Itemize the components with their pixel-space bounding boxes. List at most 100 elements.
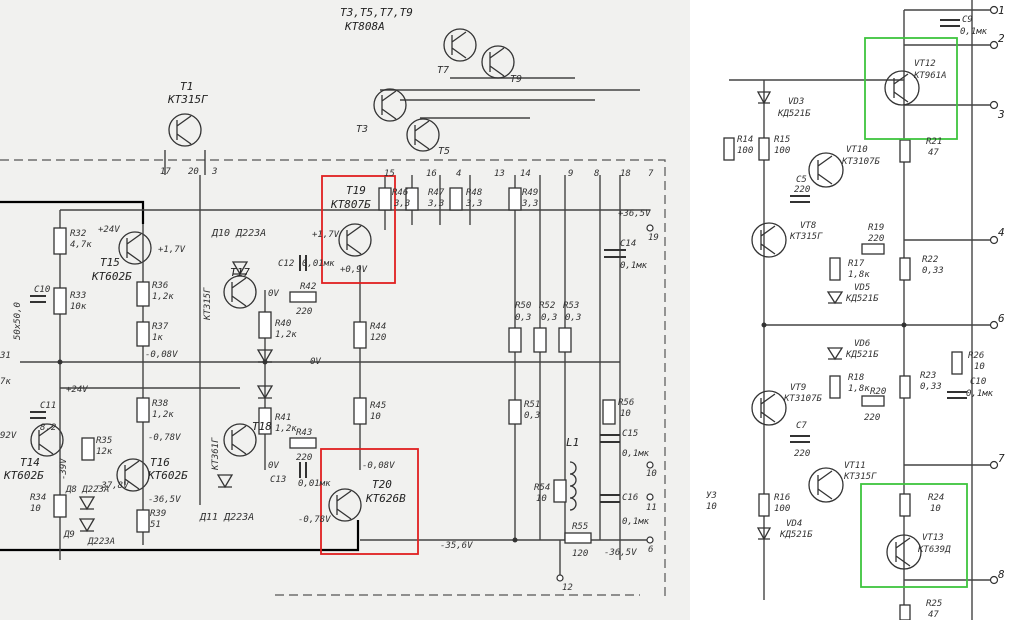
pin-number: 4 (456, 169, 461, 179)
value-r23: 0,33 (920, 382, 942, 392)
resistor-r52-symbol (533, 327, 547, 353)
label-t17: T17 (230, 266, 250, 279)
label-t3-t9-type: KT808A (344, 20, 385, 33)
resistor-r38-symbol (136, 397, 150, 423)
label-vt10-type: KT3107Б (841, 157, 881, 167)
label-d9-type: Д223А (87, 537, 115, 547)
pin-number: 18 (620, 169, 631, 179)
resistor-r56-symbol (602, 399, 616, 425)
label-vt9: VT9 (790, 383, 806, 393)
resistor-r53-symbol (558, 327, 572, 353)
label-c12: C12 (278, 259, 294, 269)
value-r26: 10 (974, 362, 985, 372)
diode-vd4-symbol (756, 527, 772, 541)
label-t20: T20 (372, 478, 392, 491)
label-t3-t9-names: T3,T5,T7,T9 (340, 6, 413, 19)
label-t19: T19 (346, 184, 366, 197)
label-t1: T1 (180, 80, 193, 93)
label-r26: R26 (968, 351, 984, 361)
value-r39: 51 (150, 520, 161, 530)
transistor-t1-symbol (168, 113, 202, 147)
resistor-r26-symbol (951, 351, 963, 375)
value-r25: 47 (928, 610, 939, 620)
value-r45: 10 (370, 412, 381, 422)
pin-number: 7 (998, 452, 1005, 465)
resistor-r50-symbol (508, 327, 522, 353)
resistor-r22-symbol (899, 257, 911, 281)
label-c9: C9 (962, 15, 973, 25)
voltage-label: +24V (98, 225, 120, 235)
value-r36: 1,2к (152, 292, 174, 302)
label-r33: R33 (70, 291, 86, 301)
capacitor-c5-symbol (790, 195, 810, 203)
value-r42: 220 (296, 307, 312, 317)
voltage-label: 0V (310, 357, 321, 367)
transistor-vt8-symbol (751, 222, 787, 258)
label-c11: C11 (40, 401, 56, 411)
label-vt9-type: KT3107Б (783, 394, 823, 404)
voltage-label: -35,6V (440, 541, 473, 551)
voltage-label: 0V (268, 461, 279, 471)
label-t18-type: KT361Г (211, 437, 221, 471)
transistor-vt11-symbol (808, 467, 844, 503)
voltage-label: 0V (268, 289, 279, 299)
capacitor-c13-symbol (299, 462, 307, 478)
label-r14: R14 (737, 135, 753, 145)
label-vt8: VT8 (800, 221, 816, 231)
value-r52: 0,3 (541, 313, 557, 323)
transistor-t5-symbol (406, 118, 440, 152)
capacitor-c15-symbol (600, 434, 620, 443)
voltage-label: +1,7V (312, 230, 340, 240)
capacitor-c14-symbol (604, 249, 626, 258)
transistor-t20-symbol (328, 488, 362, 522)
label-t14: T14 (20, 456, 40, 469)
resistor-r37-symbol (136, 321, 150, 347)
voltage-label: +0,9V (340, 265, 368, 275)
resistor-r34-symbol (53, 494, 67, 518)
label-t1-type: KT315Г (167, 93, 208, 106)
transistor-t16-symbol (116, 458, 150, 492)
label-c10: C10 (34, 285, 50, 295)
label-c5: C5 (796, 175, 807, 185)
label-t7: T7 (437, 65, 449, 76)
capacitor-c10-symbol (30, 295, 46, 303)
value-r55: 120 (572, 549, 588, 559)
label-vd4-type: KД521Б (779, 530, 813, 540)
label-l1: L1 (566, 436, 579, 449)
resistor-r20-symbol (861, 395, 885, 407)
pin-number: 13 (494, 169, 505, 179)
label-r17: R17 (848, 259, 865, 269)
value-c16: 0,1мк (622, 517, 650, 527)
label-vt8-type: KT315Г (789, 232, 823, 242)
resistor-r36-symbol (136, 281, 150, 307)
value-r47: 3,3 (427, 199, 444, 209)
pin-number: 4 (998, 226, 1005, 239)
value-c7: 220 (794, 449, 810, 459)
resistor-r24-symbol (899, 493, 911, 517)
label-r41: R41 (275, 413, 291, 423)
pin-number: 16 (426, 169, 437, 179)
right-schematic-drawing: VT12 KT961A VT10 KT3107Б VT8 KT315Г VT9 … (706, 0, 1005, 620)
value-r34: 10 (30, 504, 41, 514)
resistor-r40-symbol (258, 311, 272, 339)
label-r20: R20 (870, 387, 886, 397)
transistor-vt10-symbol (808, 152, 844, 188)
label-t16-type: KT602Б (147, 469, 188, 482)
label-d11: Д11 Д223А (199, 512, 254, 523)
edge-label: 31 (0, 351, 11, 361)
highlight-vt12-box (864, 37, 958, 140)
pin-number: 1 (998, 4, 1005, 17)
label-r40: R40 (275, 319, 291, 329)
resistor-r17-symbol (829, 257, 841, 281)
label-r53: R53 (563, 301, 579, 311)
transistor-t18-symbol (223, 423, 257, 457)
resistor-r15-symbol (758, 137, 770, 161)
pin-number: 6 (648, 545, 653, 555)
resistor-r47-symbol (405, 187, 419, 211)
capacitor-c10-symbol (947, 391, 967, 399)
diode-d9-symbol (78, 518, 96, 533)
resistor-r51-symbol (508, 399, 522, 425)
value-r43: 220 (296, 453, 312, 463)
left-schematic-drawing: T3,T5,T7,T9 KT808A T1 KT315Г T7 T9 T3 T5… (0, 6, 666, 600)
